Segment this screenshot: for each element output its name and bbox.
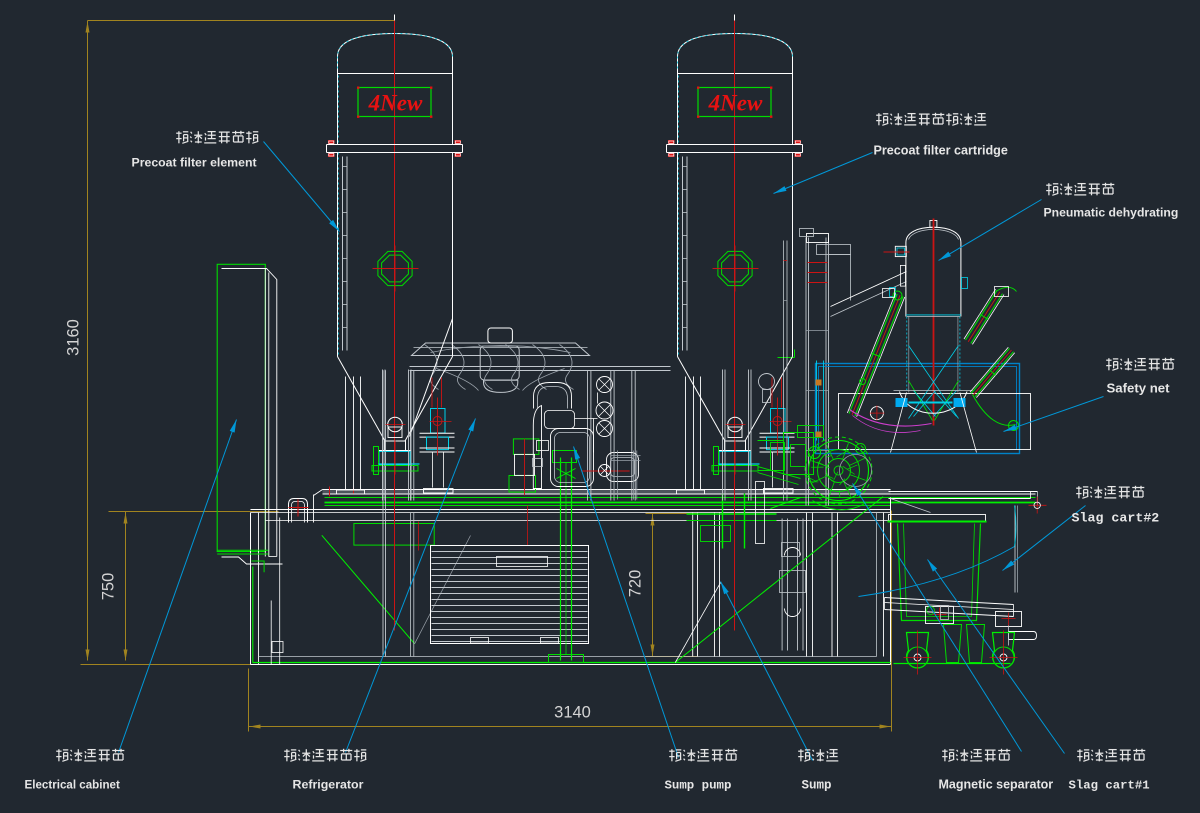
svg-text:Electrical cabinet: Electrical cabinet — [25, 779, 121, 792]
svg-text:750: 750 — [100, 573, 118, 601]
svg-text:Sump pump: Sump pump — [665, 779, 732, 793]
svg-text:Sump: Sump — [802, 779, 832, 793]
svg-text:Refrigerator: Refrigerator — [293, 778, 364, 792]
svg-text:4New: 4New — [368, 91, 423, 116]
svg-text:Magnetic separator: Magnetic separator — [939, 778, 1054, 792]
svg-text:Slag cart#1: Slag cart#1 — [1069, 779, 1150, 793]
svg-text:3140: 3140 — [554, 704, 591, 722]
svg-text:Safety net: Safety net — [1107, 381, 1171, 396]
svg-text:Precoat filter element: Precoat filter element — [132, 156, 257, 170]
svg-text:Precoat filter cartridge: Precoat filter cartridge — [874, 144, 1008, 158]
svg-text:720: 720 — [627, 570, 645, 598]
svg-text:Slag cart#2: Slag cart#2 — [1072, 511, 1160, 526]
svg-text:4New: 4New — [708, 91, 763, 116]
svg-text:3160: 3160 — [65, 319, 83, 356]
svg-text:Pneumatic dehydrating: Pneumatic dehydrating — [1044, 206, 1179, 220]
